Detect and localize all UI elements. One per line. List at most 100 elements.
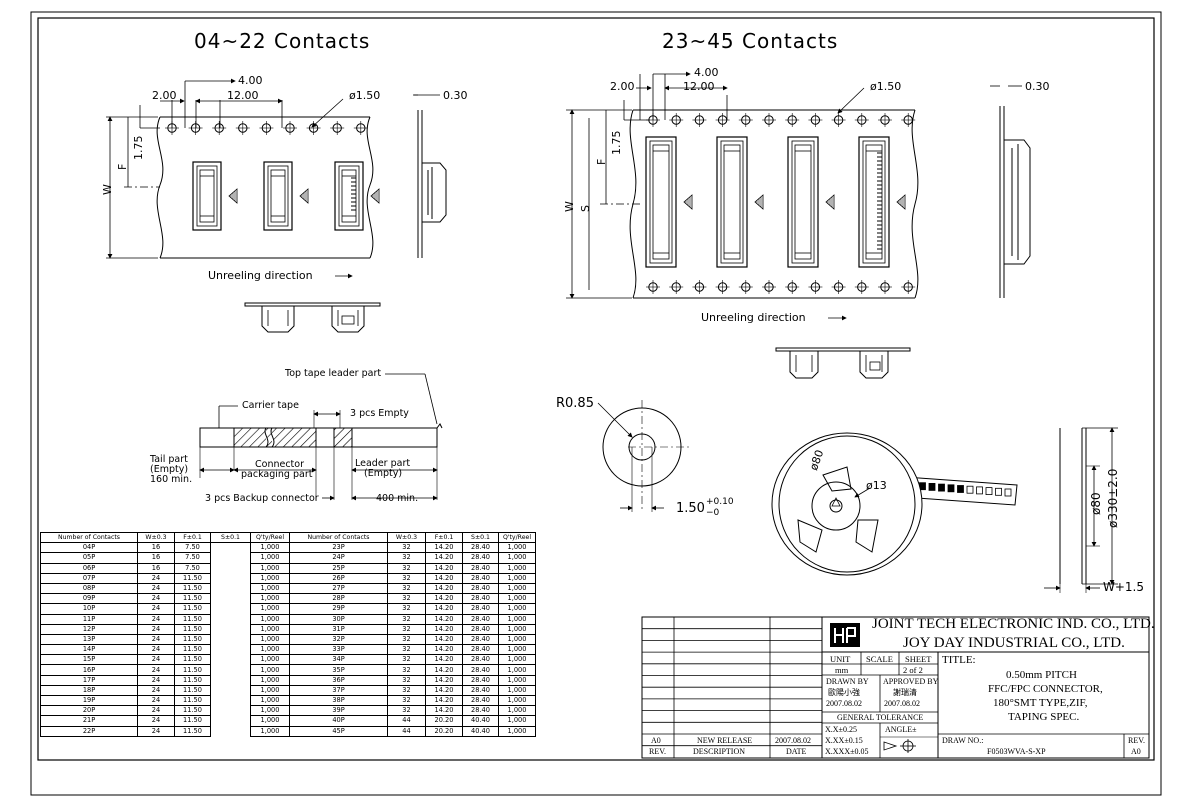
description-header: DESCRIPTION [693,747,746,756]
table-cell: 1,000 [498,684,536,697]
rev-label: REV. [1128,736,1145,745]
tail-label-2: (Empty) [150,464,189,475]
table-cell: 15P [40,654,138,666]
large-dim-pitch-feed: 4.00 [694,66,719,79]
table-cell: 28.40 [462,674,499,686]
outer-frame [30,11,1162,796]
table-cell: 33P [289,644,388,656]
table-cell: 28.40 [462,654,499,666]
table-cell: 1,000 [250,582,290,595]
table-header-cell: S±0.1 [210,531,251,544]
table-cell: 24 [137,694,175,707]
table-cell [210,654,251,665]
large-label-s: S [579,205,592,212]
table-cell: 28.40 [462,542,499,554]
large-dim-edge: 2.00 [610,80,635,93]
sheet-label: SHEET [905,654,932,664]
table-cell: 16 [137,542,175,554]
table-cell: 24 [137,644,175,656]
small-tape-view [106,78,447,333]
table-header-cell: Number of Contacts [40,531,138,544]
table-cell: 28.40 [462,633,499,646]
table-cell: 1,000 [498,725,536,737]
table-cell: 24 [137,664,175,676]
table-cell: 32 [387,633,426,646]
table-cell: 28.40 [462,582,499,595]
table-cell: 06P [40,562,138,574]
table-cell: 28.40 [462,593,499,605]
table-cell: 13P [40,633,138,646]
table-cell: 14.20 [425,623,463,635]
table-cell: 28.40 [462,694,499,707]
table-header-cell: S±0.1 [462,531,499,544]
table-cell: 14.20 [425,684,463,697]
large-dim-f-value: 1.75 [610,130,623,156]
table-cell: 24 [137,582,175,595]
table-cell [210,593,251,604]
table-cell: 11.50 [174,593,211,605]
sprocket-holes-top [646,113,916,127]
table-cell: 11.50 [174,664,211,676]
table-cell: 28.40 [462,684,499,697]
table-cell: 1,000 [498,582,536,595]
drawn-date: 2007.08.02 [826,699,862,708]
large-unreel-label: Unreeling direction [701,311,806,324]
table-cell: 12P [40,623,138,635]
table-cell: 11.50 [174,684,211,697]
table-cell: 16 [137,552,175,564]
table-cell: 20.20 [425,715,463,727]
tolerance-2: X.XX±0.15 [825,736,863,745]
table-cell: 28.40 [462,552,499,564]
draw-no-value: F0503WVA-S-XP [987,747,1046,756]
small-unreel-label: Unreeling direction [208,269,313,282]
side-width-label: W+1.5 [1103,580,1145,594]
table-cell [210,563,251,574]
drawn-by-name: 歐陽小強 [828,688,860,697]
table-cell: 1,000 [250,623,290,635]
table-cell: 35P [289,664,388,676]
table-cell: 10P [40,603,138,615]
pocket [787,136,819,268]
large-dim-thickness: 0.30 [1025,80,1050,93]
table-cell [210,573,251,584]
table-cell: 20P [40,705,138,717]
table-cell: 1,000 [498,674,536,686]
table-cell: 11.50 [174,582,211,595]
sprocket-holes [165,121,368,135]
empty-3-label: 3 pcs Empty [350,408,409,419]
table-cell: 11.50 [174,705,211,717]
table-header-cell: Number of Contacts [289,531,388,544]
large-dim-hole: ø1.50 [870,80,902,93]
table-cell: 24 [137,603,175,615]
table-cell [210,542,251,553]
table-cell: 24 [137,684,175,697]
table-cell: 32 [387,542,426,554]
company-name-2: JOY DAY INDUSTRIAL CO., LTD. [903,635,1125,651]
table-cell: 20.20 [425,725,463,737]
backup-label: 3 pcs Backup connector [205,493,319,504]
table-cell: 37P [289,684,388,697]
table-cell: 40.40 [462,715,499,727]
table-cell: 1,000 [250,603,290,615]
table-header-cell: Q'ty/Reel [498,531,536,544]
reel-hub-detail [597,400,690,512]
table-cell: 31P [289,623,388,635]
company-name-1: JOINT TECH ELECTRONIC IND. CO., LTD. [872,616,1155,632]
title-label: TITLE: [942,654,976,666]
table-cell: 44 [387,715,426,727]
table-cell: 24 [137,623,175,635]
table-cell: 40.40 [462,725,499,737]
table-cell [210,552,251,564]
table-cell: 28P [289,593,388,605]
pocket [645,136,677,268]
table-cell: 1,000 [250,684,290,697]
table-cell [210,695,251,706]
angle-label: ANGLE± [885,725,917,734]
title-line-2: FFC/FPC CONNECTOR, [988,683,1103,695]
table-cell: 7.50 [174,542,211,554]
